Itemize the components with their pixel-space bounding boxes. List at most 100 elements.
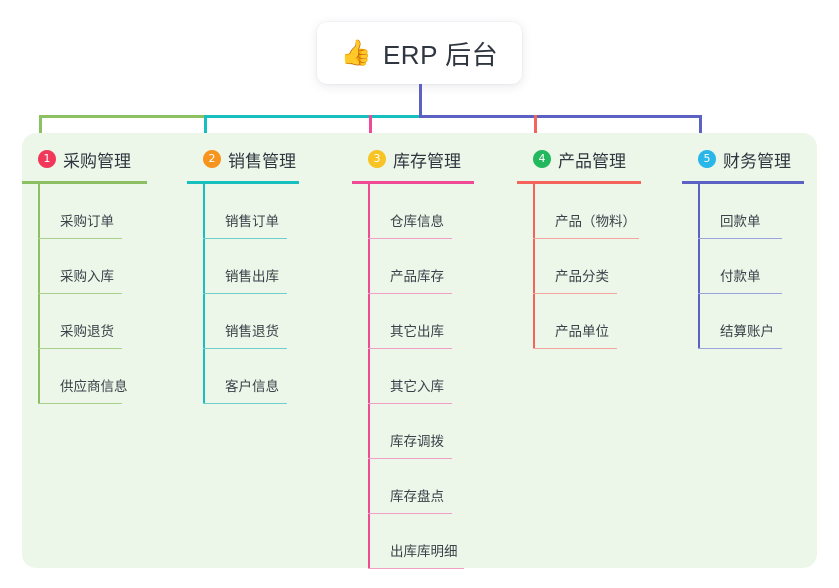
branch-header-销售管理[interactable]: 2 销售管理 <box>187 142 347 176</box>
branch-spine <box>698 184 700 349</box>
branch-header-rule <box>682 181 804 184</box>
branch-header-rule <box>22 181 147 184</box>
branch-header-label: 销售管理 <box>228 151 296 171</box>
branch-column-财务管理: 5 财务管理回款单付款单结算账户 <box>682 142 832 349</box>
branch-item[interactable]: 结算账户 <box>698 294 832 349</box>
branch-header-rule <box>352 181 474 184</box>
branch-item-rule <box>368 402 452 404</box>
branch-item-label: 采购入库 <box>60 269 114 284</box>
branch-item-label: 付款单 <box>720 269 761 284</box>
branch-item-label: 产品库存 <box>390 269 444 284</box>
branch-header-label: 采购管理 <box>63 151 131 171</box>
branch-item[interactable]: 供应商信息 <box>38 349 182 404</box>
branch-item-rule <box>698 292 782 294</box>
branch-item-rule <box>698 347 782 349</box>
branch-item[interactable]: 付款单 <box>698 239 832 294</box>
connector-bus-1 <box>39 115 204 118</box>
branch-header-label: 产品管理 <box>558 151 626 171</box>
branch-item-label: 库存调拨 <box>390 434 444 449</box>
branch-item-label: 产品（物料） <box>555 214 636 229</box>
branch-item-list: 销售订单销售出库销售退货客户信息 <box>187 184 347 404</box>
branch-item-label: 产品分类 <box>555 269 609 284</box>
branch-item-label: 供应商信息 <box>60 379 128 394</box>
branch-item-label: 库存盘点 <box>390 489 444 504</box>
branch-number-badge: 1 <box>38 150 56 168</box>
branch-item-label: 出库库明细 <box>390 544 458 559</box>
branch-item-list: 回款单付款单结算账户 <box>682 184 832 349</box>
branch-item[interactable]: 产品分类 <box>533 239 677 294</box>
branch-number-badge: 3 <box>368 150 386 168</box>
branch-item[interactable]: 仓库信息 <box>368 184 512 239</box>
branch-item[interactable]: 出库库明细 <box>368 514 512 569</box>
branch-item-rule <box>533 292 617 294</box>
branch-header-采购管理[interactable]: 1 采购管理 <box>22 142 182 176</box>
branch-item[interactable]: 销售出库 <box>203 239 347 294</box>
branch-item-rule <box>368 237 452 239</box>
branch-column-产品管理: 4 产品管理产品（物料） 产品分类产品单位 <box>517 142 677 349</box>
branches-panel: 1 采购管理采购订单采购入库采购退货供应商信息 2 销售管理销售订单销售出库销售退货客… <box>22 133 817 569</box>
branch-spine <box>203 184 205 404</box>
branch-item-rule <box>38 237 122 239</box>
branch-item[interactable]: 库存调拨 <box>368 404 512 459</box>
root-node[interactable]: 👍 ERP 后台 <box>317 22 522 84</box>
branch-header-库存管理[interactable]: 3 库存管理 <box>352 142 512 176</box>
branch-item[interactable]: 产品（物料） <box>533 184 677 239</box>
branch-item-rule <box>368 347 452 349</box>
branch-item[interactable]: 采购退货 <box>38 294 182 349</box>
branch-item-label: 回款单 <box>720 214 761 229</box>
branch-header-财务管理[interactable]: 5 财务管理 <box>682 142 832 176</box>
branch-item-label: 销售出库 <box>225 269 279 284</box>
branch-item-rule <box>533 237 639 239</box>
branch-item[interactable]: 回款单 <box>698 184 832 239</box>
branch-column-采购管理: 1 采购管理采购订单采购入库采购退货供应商信息 <box>22 142 182 404</box>
branch-item[interactable]: 其它出库 <box>368 294 512 349</box>
branch-item-rule <box>368 567 464 569</box>
branch-number-badge: 5 <box>698 150 716 168</box>
branch-item-rule <box>368 292 452 294</box>
branch-item-rule <box>38 347 122 349</box>
connector-trunk <box>419 84 422 118</box>
branch-header-label: 财务管理 <box>723 151 791 171</box>
branch-spine <box>38 184 40 404</box>
branch-item-rule <box>203 292 287 294</box>
branch-number-badge: 2 <box>203 150 221 168</box>
branch-item-rule <box>203 347 287 349</box>
branch-item[interactable]: 销售退货 <box>203 294 347 349</box>
branch-item-label: 仓库信息 <box>390 214 444 229</box>
branch-item-rule <box>203 402 287 404</box>
branch-item-label: 其它入库 <box>390 379 444 394</box>
branch-item[interactable]: 产品库存 <box>368 239 512 294</box>
branch-item[interactable]: 销售订单 <box>203 184 347 239</box>
branch-header-label: 库存管理 <box>393 151 461 171</box>
branch-header-产品管理[interactable]: 4 产品管理 <box>517 142 677 176</box>
connector-bus-2 <box>204 115 422 118</box>
branch-item-rule <box>368 512 452 514</box>
branch-item-label: 销售退货 <box>225 324 279 339</box>
branch-item[interactable]: 其它入库 <box>368 349 512 404</box>
branch-item-rule <box>368 457 452 459</box>
branch-item[interactable]: 采购入库 <box>38 239 182 294</box>
branch-item-rule <box>203 237 287 239</box>
branch-item-list: 仓库信息产品库存其它出库其它入库库存调拨库存盘点出库库明细 <box>352 184 512 569</box>
root-node-title: ERP 后台 <box>382 39 499 70</box>
branch-header-rule <box>517 181 641 184</box>
branch-item-rule <box>698 237 782 239</box>
branch-item[interactable]: 产品单位 <box>533 294 677 349</box>
branch-spine <box>368 184 370 569</box>
branch-item[interactable]: 库存盘点 <box>368 459 512 514</box>
branch-item-list: 采购订单采购入库采购退货供应商信息 <box>22 184 182 404</box>
branch-column-销售管理: 2 销售管理销售订单销售出库销售退货客户信息 <box>187 142 347 404</box>
branch-spine <box>533 184 535 349</box>
branch-item-label: 客户信息 <box>225 379 279 394</box>
branch-header-rule <box>187 181 299 184</box>
branch-item-label: 销售订单 <box>225 214 279 229</box>
branch-item-label: 其它出库 <box>390 324 444 339</box>
branch-item[interactable]: 客户信息 <box>203 349 347 404</box>
branch-number-badge: 4 <box>533 150 551 168</box>
branch-item[interactable]: 采购订单 <box>38 184 182 239</box>
connector-bus-3 <box>419 115 702 118</box>
branch-item-rule <box>38 292 122 294</box>
thumbs-up-icon: 👍 <box>340 38 372 67</box>
branch-item-list: 产品（物料） 产品分类产品单位 <box>517 184 677 349</box>
